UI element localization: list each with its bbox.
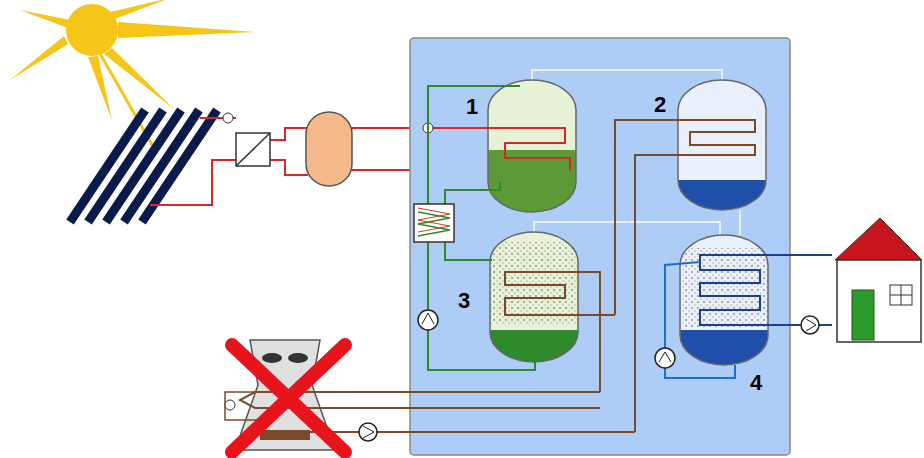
heat-exchanger bbox=[236, 133, 270, 166]
generator-vessel bbox=[430, 80, 576, 220]
callout-number: 4 bbox=[750, 372, 762, 394]
callout-number: 1 bbox=[466, 96, 478, 118]
callout-number: 2 bbox=[654, 94, 666, 116]
evaporator-vessel bbox=[655, 235, 832, 378]
house bbox=[835, 218, 922, 342]
solution-heat-exchanger bbox=[414, 204, 454, 242]
storage-tank bbox=[306, 112, 352, 186]
callout-number: 3 bbox=[458, 290, 470, 312]
absorber-vessel bbox=[490, 232, 615, 392]
cooling-tower bbox=[225, 340, 635, 452]
